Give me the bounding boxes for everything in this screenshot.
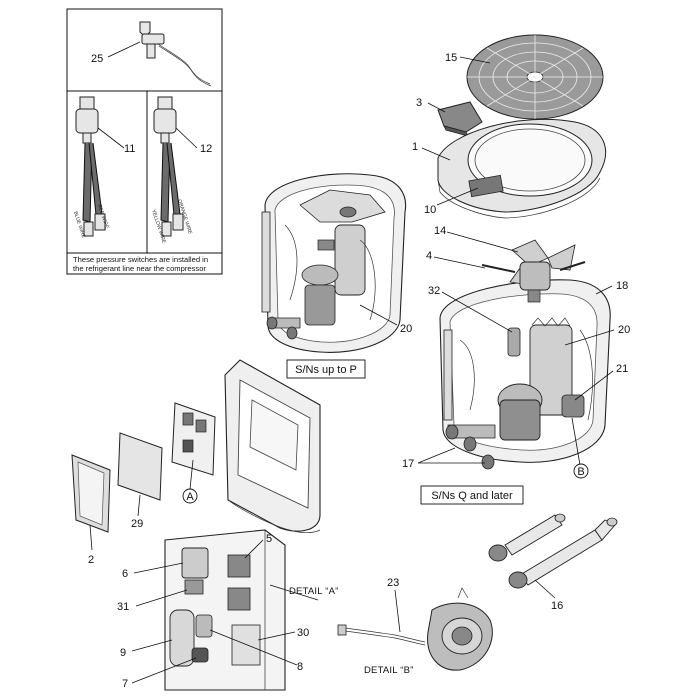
sensor-clip-part-25 [139,21,212,87]
callout-18: 18 [616,280,628,292]
callout-11: 11 [124,143,135,155]
pressure-switch-note-line1: These pressure switches are installed in [73,255,208,264]
control-box-upper [171,402,216,476]
detail-a-control-panel [164,529,286,691]
callout-6: 6 [122,568,128,580]
fan-guard-part-15 [466,34,604,120]
detail-b-assembly [337,587,493,671]
callout-2: 2 [88,554,94,566]
unit-assembly-q-and-later [439,239,611,470]
callout-29: 29 [131,518,143,530]
callout-21: 21 [616,363,628,375]
callout-31: 31 [117,601,129,613]
pressure-switch-note-line2: the refrigerant line near the compressor [73,264,206,273]
marker-a: A [182,488,198,504]
callout-12: 12 [200,143,212,155]
top-panel-part-1 [437,118,607,219]
callout-20-q: 20 [618,324,630,336]
callout-numbers: 25 11 12 15 3 1 10 14 4 18 32 20 21 20 1… [88,52,630,690]
callout-5: 5 [266,533,272,545]
caption-q-later-text: S/Ns Q and later [431,490,513,502]
unit-assembly-upto-p [261,173,407,353]
callout-30: 30 [297,627,309,639]
callout-4: 4 [426,250,432,262]
marker-b-label: B [577,466,584,478]
cover-part-29 [117,432,163,501]
callout-20-p: 20 [400,323,412,335]
callout-25: 25 [91,53,103,65]
pressure-switch-inset: RED WIRE BLUE WIRE ORANGE WIRE YELLOW WI… [66,8,223,275]
callout-32: 32 [428,285,440,297]
callout-1: 1 [412,141,418,153]
caption-upto-p-text: S/Ns up to P [295,364,357,376]
callout-23: 23 [387,577,399,589]
callout-17: 17 [402,458,414,470]
callout-8: 8 [297,661,303,673]
detail-b-label: DETAIL “B” [364,665,414,676]
marker-b: B [573,463,589,479]
pressure-switch-part-12 [153,96,184,237]
callout-15: 15 [445,52,457,64]
caption-upto-p: S/Ns up to P [286,359,366,379]
water-pipe-part-16 [488,513,618,589]
detail-a-label: DETAIL “A” [289,586,339,597]
cover-part-2 [71,454,111,533]
caption-q-later: S/Ns Q and later [420,485,524,505]
fan-motor-part-4 [481,261,586,303]
front-panel [224,359,321,534]
callout-10: 10 [424,204,436,216]
leader-lines [89,41,615,684]
callout-7: 7 [122,678,128,690]
callout-9: 9 [120,647,126,659]
marker-a-label: A [186,491,194,503]
cover-part-3 [437,101,483,137]
callout-16: 16 [551,600,563,612]
pressure-switch-part-11 [75,96,106,237]
callout-3: 3 [416,97,422,109]
callout-14: 14 [434,225,446,237]
